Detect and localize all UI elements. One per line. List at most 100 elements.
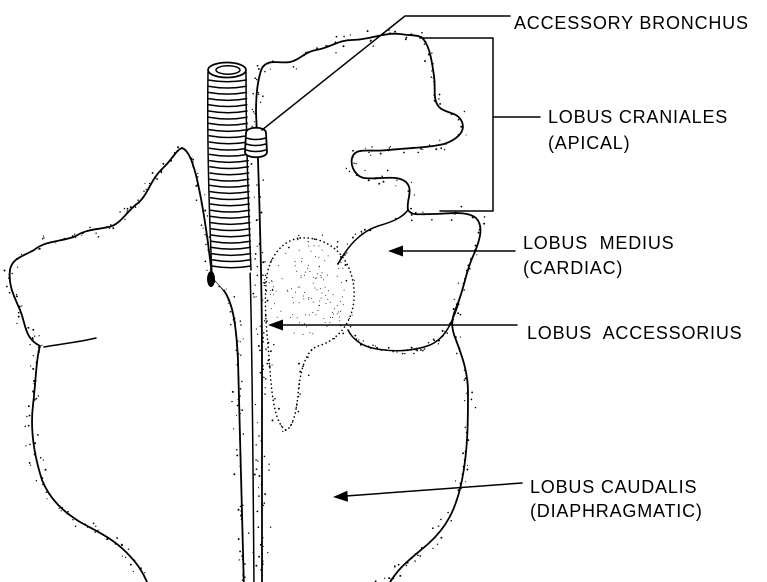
- stipple-dot: [29, 462, 31, 464]
- stipple-dot: [350, 34, 351, 35]
- stipple-dot: [169, 160, 170, 161]
- stipple-dot: [45, 469, 47, 471]
- stipple-dot: [417, 555, 419, 557]
- stipple-dot: [465, 427, 466, 428]
- stipple-dot: [33, 442, 34, 443]
- stipple-dot: [272, 289, 273, 290]
- stipple-dot: [323, 279, 324, 280]
- stipple-dot: [371, 146, 372, 147]
- stipple-dot: [447, 329, 448, 330]
- stipple-dot: [39, 335, 40, 336]
- stipple-dot: [130, 564, 132, 566]
- stipple-dot: [236, 454, 238, 456]
- stipple-dot: [352, 237, 354, 239]
- stipple-dot: [388, 577, 390, 579]
- stipple-dot: [270, 350, 272, 352]
- stipple-dot: [298, 58, 300, 60]
- stipple-dot: [244, 563, 246, 565]
- stipple-dot: [302, 258, 303, 259]
- stipple-dot: [451, 113, 453, 115]
- stipple-dot: [298, 383, 300, 385]
- stipple-dot: [191, 161, 193, 163]
- stipple-dot: [236, 415, 237, 416]
- stipple-dot: [238, 538, 240, 540]
- stipple-dot: [255, 565, 257, 567]
- stipple-dot: [408, 34, 410, 36]
- stipple-dot: [156, 178, 158, 180]
- stipple-dot: [329, 322, 330, 323]
- stipple-dot: [353, 163, 354, 164]
- stipple-dot: [454, 299, 455, 300]
- stipple-dot: [51, 496, 52, 497]
- stipple-dot: [450, 520, 452, 522]
- stipple-dot: [336, 36, 338, 38]
- stipple-dot: [264, 502, 266, 504]
- stipple-dot: [265, 274, 267, 276]
- stipple-dot: [338, 312, 339, 313]
- stipple-dot: [315, 256, 316, 257]
- stipple-dot: [239, 559, 240, 560]
- stipple-dot: [467, 264, 469, 266]
- stipple-dot: [337, 263, 339, 265]
- stipple-dot: [74, 236, 76, 238]
- stipple-dot: [239, 420, 240, 421]
- stipple-dot: [336, 246, 338, 248]
- stipple-dot: [262, 365, 264, 367]
- stipple-dot: [40, 457, 42, 459]
- stipple-dot: [242, 579, 244, 581]
- stipple-dot: [266, 290, 268, 292]
- stipple-dot: [262, 95, 264, 97]
- stipple-dot: [466, 378, 467, 379]
- stipple-dot: [258, 92, 260, 94]
- stipple-dot: [248, 532, 250, 534]
- stipple-dot: [270, 290, 271, 291]
- stipple-dot: [127, 208, 129, 210]
- stipple-dot: [458, 119, 460, 121]
- stipple-dot: [340, 301, 341, 302]
- stipple-dot: [429, 214, 431, 216]
- stipple-dot: [314, 288, 315, 289]
- stipple-dot: [463, 283, 465, 285]
- stipple-dot: [196, 199, 198, 201]
- stipple-dot: [410, 33, 412, 35]
- stipple-dot: [420, 349, 422, 351]
- stipple-dot: [433, 339, 435, 341]
- stipple-dot: [290, 425, 291, 426]
- stipple-dot: [327, 45, 329, 47]
- stipple-dot: [467, 439, 469, 441]
- stipple-dot: [42, 484, 43, 485]
- stipple-dot: [240, 413, 241, 414]
- stipple-dot: [467, 380, 469, 382]
- stipple-dot: [385, 349, 387, 351]
- accessory-bronchus: [245, 128, 267, 158]
- stipple-dot: [252, 93, 254, 95]
- stipple-dot: [269, 365, 271, 367]
- stipple-dot: [441, 529, 442, 530]
- stipple-dot: [34, 442, 36, 444]
- stipple-dot: [16, 323, 17, 324]
- stipple-dot: [344, 290, 345, 291]
- stipple-dot: [407, 190, 409, 192]
- stipple-dot: [464, 378, 466, 380]
- stipple-dot: [271, 308, 272, 309]
- stipple-dot: [444, 149, 445, 150]
- stipple-dot: [333, 314, 334, 315]
- stipple-dot: [422, 211, 423, 212]
- stipple-dot: [71, 237, 73, 239]
- stipple-dot: [288, 247, 290, 249]
- stipple-dot: [233, 428, 234, 429]
- stipple-dot: [27, 327, 29, 329]
- stipple-dot: [372, 345, 374, 347]
- stipple-dot: [16, 295, 18, 297]
- stipple-dot: [34, 399, 36, 401]
- stipple-dot: [260, 102, 261, 103]
- stipple-dot: [257, 275, 259, 277]
- stipple-dot: [431, 219, 433, 221]
- stipple-dot: [463, 466, 465, 468]
- stipple-dot: [61, 510, 62, 511]
- main-bronchus-line: [250, 270, 254, 582]
- stipple-dot: [268, 469, 269, 470]
- stipple-dot: [438, 343, 439, 344]
- stipple-dot: [261, 480, 262, 481]
- stipple-dot: [459, 483, 460, 484]
